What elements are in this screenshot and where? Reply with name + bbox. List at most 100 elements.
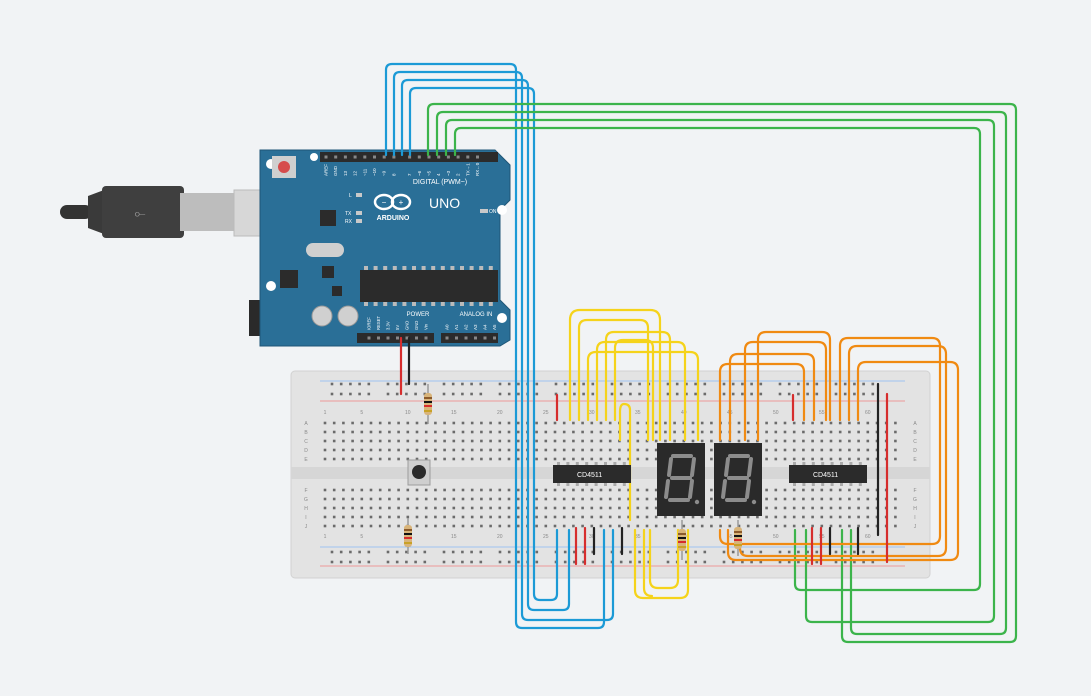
breadboard-hole[interactable] — [774, 439, 778, 443]
rail-hole[interactable] — [367, 382, 371, 386]
breadboard-hole[interactable] — [332, 448, 336, 452]
rail-hole[interactable] — [423, 550, 427, 554]
breadboard-hole[interactable] — [746, 421, 750, 425]
breadboard-hole[interactable] — [636, 448, 640, 452]
rail-hole[interactable] — [386, 392, 390, 396]
rail-hole[interactable] — [806, 382, 809, 386]
breadboard-hole[interactable] — [470, 488, 474, 492]
breadboard-hole[interactable] — [894, 448, 897, 452]
breadboard-hole[interactable] — [443, 421, 446, 425]
rail-hole[interactable] — [461, 550, 464, 554]
rail-hole[interactable] — [330, 392, 334, 396]
breadboard-hole[interactable] — [443, 439, 446, 443]
breadboard-hole[interactable] — [516, 430, 520, 434]
breadboard-hole[interactable] — [627, 497, 630, 501]
breadboard-hole[interactable] — [866, 439, 870, 443]
breadboard-hole[interactable] — [829, 488, 833, 492]
breadboard-hole[interactable] — [434, 457, 437, 461]
breadboard-hole[interactable] — [719, 524, 722, 528]
breadboard-hole[interactable] — [452, 524, 456, 528]
breadboard-hole[interactable] — [461, 497, 465, 501]
breadboard-hole[interactable] — [627, 515, 630, 519]
breadboard-hole[interactable] — [719, 515, 722, 519]
breadboard-hole[interactable] — [507, 439, 511, 443]
breadboard-hole[interactable] — [700, 524, 704, 528]
rail-hole[interactable] — [759, 560, 763, 564]
breadboard-hole[interactable] — [866, 497, 870, 501]
breadboard-hole[interactable] — [507, 488, 511, 492]
resistors[interactable] — [404, 384, 742, 560]
header-pin[interactable] — [343, 155, 347, 159]
breadboard-hole[interactable] — [710, 448, 713, 452]
breadboard-hole[interactable] — [811, 457, 814, 461]
breadboard-hole[interactable] — [654, 421, 658, 425]
breadboard-hole[interactable] — [360, 488, 364, 492]
breadboard-hole[interactable] — [378, 515, 382, 519]
rail-hole[interactable] — [339, 392, 343, 396]
breadboard-hole[interactable] — [388, 448, 391, 452]
rail-hole[interactable] — [610, 392, 614, 396]
breadboard-hole[interactable] — [627, 448, 630, 452]
breadboard-hole[interactable] — [470, 457, 474, 461]
breadboard-hole[interactable] — [599, 515, 603, 519]
rail-hole[interactable] — [722, 550, 726, 554]
breadboard-hole[interactable] — [802, 430, 805, 434]
breadboard-hole[interactable] — [562, 488, 566, 492]
rail-hole[interactable] — [498, 382, 502, 386]
breadboard-hole[interactable] — [654, 524, 658, 528]
breadboard-hole[interactable] — [489, 439, 492, 443]
rail-hole[interactable] — [862, 550, 865, 554]
breadboard-hole[interactable] — [406, 439, 410, 443]
breadboard-hole[interactable] — [618, 448, 621, 452]
breadboard-hole[interactable] — [792, 421, 796, 425]
breadboard-hole[interactable] — [434, 506, 437, 510]
breadboard-hole[interactable] — [599, 439, 603, 443]
breadboard-hole[interactable] — [388, 488, 391, 492]
breadboard-hole[interactable] — [765, 439, 768, 443]
rail-hole[interactable] — [330, 382, 334, 386]
breadboard-hole[interactable] — [857, 439, 860, 443]
breadboard-hole[interactable] — [654, 515, 658, 519]
breadboard-hole[interactable] — [894, 430, 897, 434]
header-pin[interactable] — [466, 155, 470, 159]
rail-hole[interactable] — [517, 382, 520, 386]
breadboard-hole[interactable] — [645, 497, 649, 501]
breadboard-hole[interactable] — [415, 524, 419, 528]
breadboard-hole[interactable] — [470, 448, 474, 452]
breadboard-hole[interactable] — [673, 430, 676, 434]
rail-hole[interactable] — [414, 550, 417, 554]
breadboard-hole[interactable] — [774, 421, 778, 425]
rail-hole[interactable] — [638, 382, 641, 386]
resistor[interactable] — [678, 520, 686, 560]
breadboard-hole[interactable] — [434, 430, 437, 434]
breadboard-hole[interactable] — [710, 421, 713, 425]
breadboard-hole[interactable] — [480, 488, 483, 492]
header-pin[interactable] — [445, 336, 449, 340]
breadboard-hole[interactable] — [498, 515, 502, 519]
breadboard-hole[interactable] — [544, 421, 548, 425]
breadboard-hole[interactable] — [811, 506, 814, 510]
breadboard-hole[interactable] — [811, 439, 814, 443]
breadboard-hole[interactable] — [866, 506, 870, 510]
breadboard-hole[interactable] — [516, 506, 520, 510]
rail-hole[interactable] — [395, 550, 399, 554]
breadboard-hole[interactable] — [360, 457, 364, 461]
rail-hole[interactable] — [563, 382, 567, 386]
header-pin[interactable] — [324, 155, 328, 159]
rail-hole[interactable] — [582, 392, 585, 396]
rail-hole[interactable] — [405, 382, 408, 386]
breadboard-hole[interactable] — [783, 488, 787, 492]
rail-hole[interactable] — [750, 560, 753, 564]
breadboard-hole[interactable] — [756, 439, 759, 443]
breadboard-hole[interactable] — [765, 515, 768, 519]
header-pin[interactable] — [408, 155, 412, 159]
rail-hole[interactable] — [405, 550, 408, 554]
rail-hole[interactable] — [694, 382, 697, 386]
breadboard-hole[interactable] — [535, 448, 538, 452]
breadboard-hole[interactable] — [645, 524, 649, 528]
wire-yellow[interactable] — [648, 528, 680, 590]
breadboard-hole[interactable] — [572, 439, 575, 443]
rail-hole[interactable] — [722, 560, 726, 564]
rail-hole[interactable] — [470, 382, 473, 386]
breadboard-hole[interactable] — [553, 421, 557, 425]
